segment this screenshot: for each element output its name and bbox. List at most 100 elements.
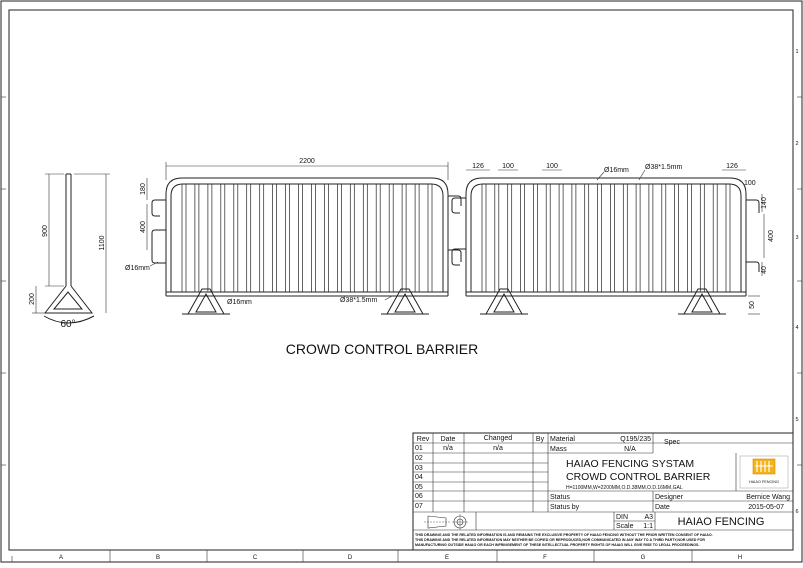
barrier-infill-bar	[545, 183, 551, 293]
designer-value: Bernice Wang	[746, 494, 790, 501]
zone-strip-bottom: A B C D E F G H	[11, 550, 742, 562]
barrier-infill-bar	[661, 183, 667, 293]
barrier-infill-bar	[584, 183, 590, 293]
barrier-front-bars	[181, 183, 433, 293]
barrier-infill-bar	[648, 183, 654, 293]
zone-strip-sides: 1 2 3 4 5 6	[1, 49, 802, 515]
front-label-pipe-38: Ø38*1.5mm	[340, 297, 378, 304]
detail-dim-50: 50	[749, 301, 756, 309]
barrier-infill-bar	[207, 183, 213, 293]
barrier-infill-bar	[725, 183, 731, 293]
zone-label-col: A	[59, 555, 63, 561]
barrier-infill-bar	[388, 183, 394, 293]
rev-changed-header: Changed	[484, 435, 513, 442]
rev-number: 04	[415, 474, 423, 481]
front-dim-180: 180	[140, 183, 147, 195]
side-dim-1100: 1100	[99, 235, 106, 250]
front-dim-400: 400	[140, 221, 147, 233]
drawing-caption: CROWD CONTROL BARRIER	[286, 341, 478, 357]
zone-label-row: 1	[795, 49, 798, 55]
barrier-infill-bar	[285, 183, 290, 293]
barrier-infill-bar	[181, 183, 187, 293]
material-label: Material	[550, 436, 575, 443]
status-label: Status	[550, 494, 570, 501]
status-by-label: Status by	[550, 504, 580, 511]
barrier-infill-bar	[246, 183, 252, 293]
barrier-detail-view: 126 100 100 Ø16mm Ø38*1.5mm 126 100 140 …	[451, 163, 775, 315]
detail-dim-400: 400	[768, 230, 775, 242]
rev-header: Rev	[417, 436, 430, 443]
rev-number: 07	[415, 503, 423, 510]
side-dim-200: 200	[29, 293, 36, 305]
barrier-infill-bar	[712, 183, 718, 293]
barrier-infill-bar	[494, 183, 500, 293]
mass-value: N/A	[624, 446, 636, 453]
barrier-infill-bar	[507, 183, 513, 293]
barrier-front-view: 2200 180 400 Ø16mm Ø16mm Ø38*1.5mm	[125, 158, 462, 315]
barrier-infill-bar	[622, 183, 628, 293]
zone-label-col: D	[348, 555, 353, 561]
barrier-infill-bar	[687, 183, 692, 293]
zone-label-col: C	[253, 555, 258, 561]
barrier-detail-bars	[481, 183, 731, 293]
disclaimer-line-1: THIS DRAWING AND THE RELATED INFORMATION…	[415, 533, 713, 537]
barrier-infill-bar	[259, 183, 265, 293]
date-value: 2015-05-07	[748, 504, 784, 511]
front-dim-2200: 2200	[299, 158, 315, 165]
zone-label-row: 3	[795, 235, 798, 241]
barrier-infill-bar	[558, 183, 564, 293]
barrier-infill-bar	[220, 183, 226, 293]
detail-dim-100-b: 100	[546, 163, 558, 170]
barrier-infill-bar	[597, 183, 602, 293]
barrier-infill-bar	[311, 183, 316, 293]
detail-dim-100-right: 100	[744, 180, 756, 187]
din-label: DIN	[616, 514, 628, 521]
barrier-infill-bar	[272, 183, 277, 293]
zone-label-col: E	[445, 555, 449, 561]
barrier-infill-bar	[401, 183, 407, 293]
spec-label: Spec	[664, 439, 680, 446]
barrier-infill-bar	[233, 183, 239, 293]
designer-label: Designer	[655, 494, 684, 501]
logo-text: HAIAO FENCING	[749, 480, 779, 484]
barrier-infill-bar	[481, 183, 487, 293]
side-dim-900: 900	[42, 225, 49, 237]
barrier-infill-bar	[414, 183, 420, 293]
rev-date-header: Date	[441, 436, 456, 443]
rev-number: 06	[415, 493, 423, 500]
barrier-infill-bar	[674, 183, 679, 293]
disclaimer-line-3: MANUFACTURING OUTSIDE HAIAO OR EACH INFR…	[415, 543, 699, 547]
detail-dim-40: 40	[761, 266, 768, 274]
side-angle-60: 60°	[60, 319, 75, 330]
detail-dim-126-right: 126	[726, 163, 738, 170]
side-view: 900 1100 200 60°	[29, 173, 110, 330]
barrier-infill-bar	[533, 183, 538, 293]
haiao-logo: HAIAO FENCING	[739, 455, 789, 489]
scale-value: 1:1	[643, 523, 653, 530]
scale-label: Scale	[616, 523, 634, 530]
mass-label: Mass	[550, 446, 567, 453]
barrier-infill-bar	[362, 183, 368, 293]
zone-label-col: G	[641, 555, 646, 561]
din-value: A3	[644, 514, 653, 521]
barrier-infill-bar	[298, 183, 303, 293]
inner-frame	[8, 9, 794, 551]
rev-date: n/a	[443, 445, 453, 452]
detail-label-pipe-16: Ø16mm	[604, 167, 629, 174]
rev-number: 01	[415, 445, 423, 452]
barrier-infill-bar	[324, 183, 329, 293]
title-line-2: CROWD CONTROL BARRIER	[566, 471, 711, 483]
barrier-infill-bar	[375, 183, 381, 293]
zone-label-col: H	[738, 555, 742, 561]
zone-label-col: B	[156, 555, 160, 561]
barrier-infill-bar	[699, 183, 705, 293]
barrier-infill-bar	[610, 183, 615, 293]
zone-label-row: 2	[795, 141, 798, 147]
front-label-pipe-16: Ø16mm	[125, 265, 150, 272]
projection-symbol	[424, 514, 468, 530]
